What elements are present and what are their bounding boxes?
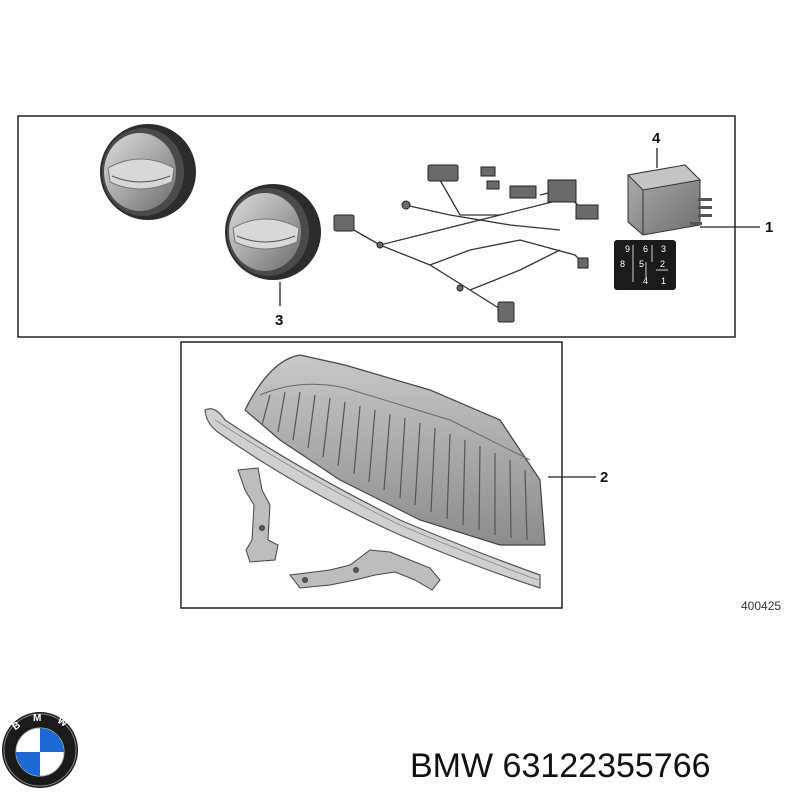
pin-label: 5 bbox=[639, 259, 644, 269]
fog-lamp-left bbox=[100, 124, 196, 220]
part-number-label: BMW 63122355766 bbox=[410, 747, 711, 785]
pin-label: 2 bbox=[660, 259, 665, 269]
callout-4: 4 bbox=[652, 130, 661, 147]
fog-lamp-right bbox=[225, 184, 321, 280]
mounting-bracket-right bbox=[289, 549, 441, 591]
callout-3: 3 bbox=[275, 312, 283, 329]
mounting-bracket-left bbox=[237, 467, 279, 563]
bmw-logo: B M W bbox=[2, 712, 78, 788]
relay-module bbox=[626, 164, 712, 236]
pin-label: 9 bbox=[625, 244, 630, 254]
grille-trim-strip bbox=[204, 408, 541, 589]
callout-2: 2 bbox=[600, 469, 608, 486]
harness-connectors bbox=[333, 164, 599, 323]
callout-1: 1 bbox=[765, 219, 773, 236]
svg-text:M: M bbox=[33, 713, 41, 724]
relay-pinout: 9 6 3 8 5 2 4 1 bbox=[614, 240, 676, 290]
front-grille bbox=[244, 354, 546, 546]
pin-label: 3 bbox=[661, 244, 666, 254]
pin-label: 4 bbox=[643, 276, 648, 286]
pin-label: 8 bbox=[620, 259, 625, 269]
pin-label: 1 bbox=[661, 276, 666, 286]
reference-number: 400425 bbox=[741, 599, 781, 613]
pin-label: 6 bbox=[643, 244, 648, 254]
lower-frame bbox=[180, 341, 563, 609]
